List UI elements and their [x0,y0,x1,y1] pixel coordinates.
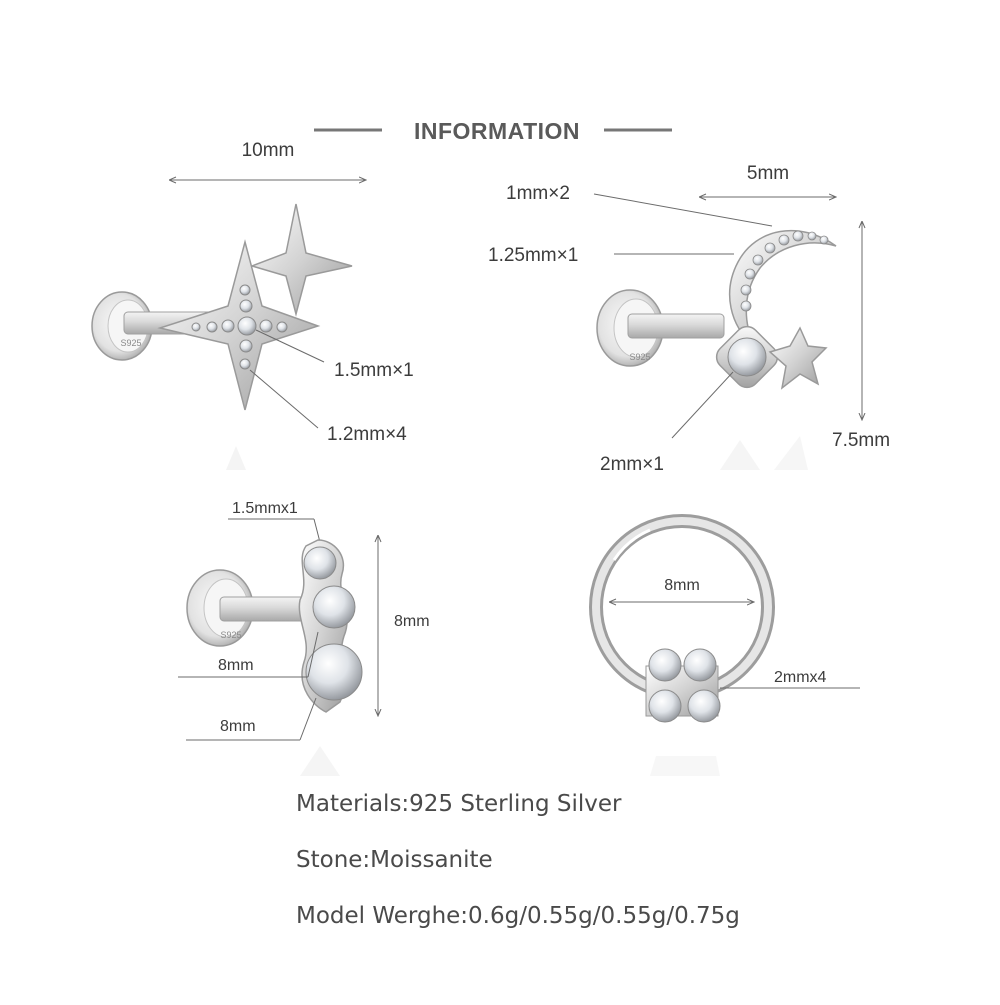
trio-stone-top-label: 1.5mmx1 [232,500,298,517]
star-stone-large-label: 1.5mm×1 [334,360,414,381]
trio-stone-large [305,643,363,701]
ring-stones-label: 2mmx4 [774,669,827,686]
moon-leader-c [671,371,734,439]
moon-post [627,313,725,339]
small-star-charm [249,203,353,317]
moon-star-charm [768,326,828,390]
trio-mid-label: 8mm [218,657,254,674]
moon-center-stone [727,337,767,377]
star-stone-small-label: 1.2mm×4 [327,424,407,445]
star-leader-large [255,329,325,363]
trio-leader-mid [307,631,319,678]
trio-stone-small [303,546,337,580]
spec-stone: Stone:Moissanite [296,847,493,873]
hoop-ring: 8mm 2mmx4 [589,514,860,776]
trio-height-label: 8mm [394,613,430,630]
spec-list: Materials:925 Sterling Silver Stone:Mois… [296,783,936,951]
ring-stone-cluster [645,648,721,723]
star-stones [191,284,288,370]
star-width-label: 10mm [242,140,295,161]
moon-stone-b-label: 1.25mm×1 [488,245,578,266]
trio-stone-mid [312,585,356,629]
moon-height-label: 7.5mm [832,430,890,451]
star-leader-small [249,369,319,429]
trio-post [219,596,313,622]
spec-materials: Materials:925 Sterling Silver [296,791,622,817]
star-stamp: S925 [120,338,141,348]
page-title: INFORMATION [414,118,580,144]
ring-diameter-label: 8mm [664,577,700,594]
spec-weight: Model Werghe:0.6g/0.55g/0.55g/0.75g [296,903,740,929]
trio-stamp: S925 [220,630,241,640]
moon-stamp: S925 [629,352,650,362]
trio-leader-low [299,697,317,741]
trio-low-label: 8mm [220,718,256,735]
trio-earring: 1.5mmx1 8mm S925 8mm 8mm [178,500,430,776]
star-earring: 10mm S925 1.5mm×1 1.2mm×4 [91,140,414,470]
moon-stones [740,230,829,312]
moon-width-label: 5mm [747,163,789,184]
moon-leader-a [593,193,773,227]
moon-stone-a-label: 1mm×2 [506,183,570,204]
moon-stone-c-label: 2mm×1 [600,454,664,475]
moon-earring: 5mm 1mm×2 1.25mm×1 7.5mm S925 [488,163,890,475]
